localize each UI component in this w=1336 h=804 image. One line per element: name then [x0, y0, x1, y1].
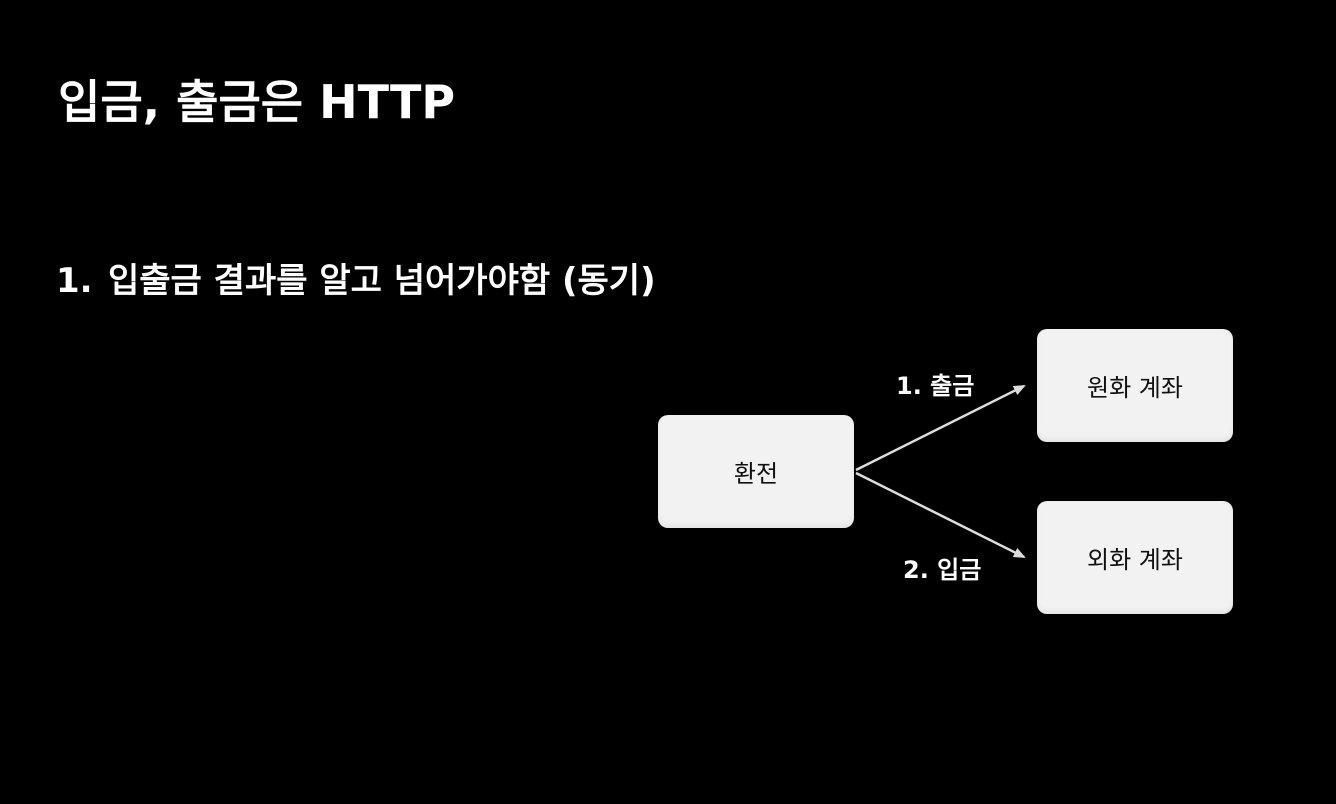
- node-fx-account: 외화 계좌: [1037, 501, 1233, 614]
- bullet-item: 1. 입출금 결과를 알고 넘어가야함 (동기): [56, 256, 656, 306]
- slide-title: 입금, 출금은 HTTP: [58, 75, 456, 129]
- arrow-withdraw: [855, 384, 1026, 472]
- node-exchange: 환전: [658, 415, 854, 528]
- node-fx-account-label: 외화 계좌: [1087, 546, 1183, 574]
- node-krw-account: 원화 계좌: [1037, 329, 1233, 442]
- bullet-text: 입출금 결과를 알고 넘어가야함 (동기): [108, 261, 656, 301]
- edge-label-withdraw: 1. 출금: [896, 372, 975, 400]
- bullet-number: 1.: [56, 261, 93, 301]
- node-krw-account-label: 원화 계좌: [1087, 374, 1183, 402]
- edge-label-deposit: 2. 입금: [903, 556, 982, 584]
- node-exchange-label: 환전: [733, 460, 779, 488]
- arrow-deposit: [855, 471, 1026, 559]
